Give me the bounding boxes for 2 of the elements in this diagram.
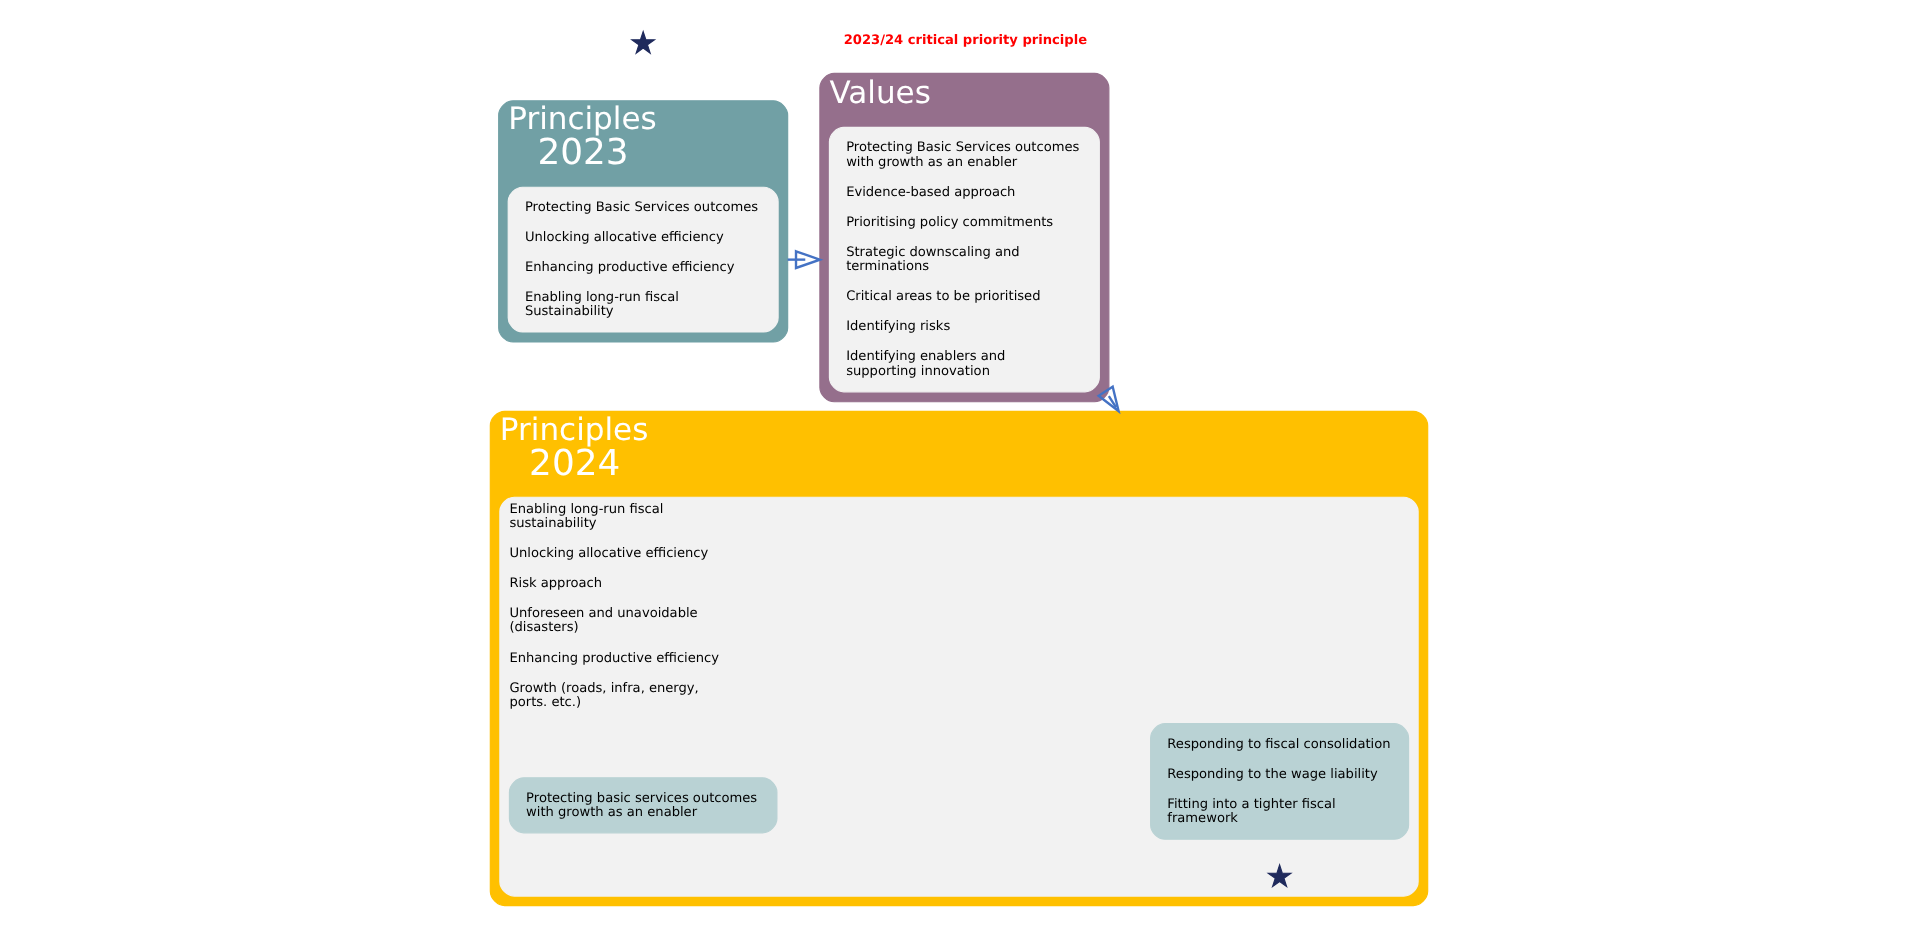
arrow bbox=[786, 249, 823, 270]
arrow bbox=[1095, 384, 1120, 415]
